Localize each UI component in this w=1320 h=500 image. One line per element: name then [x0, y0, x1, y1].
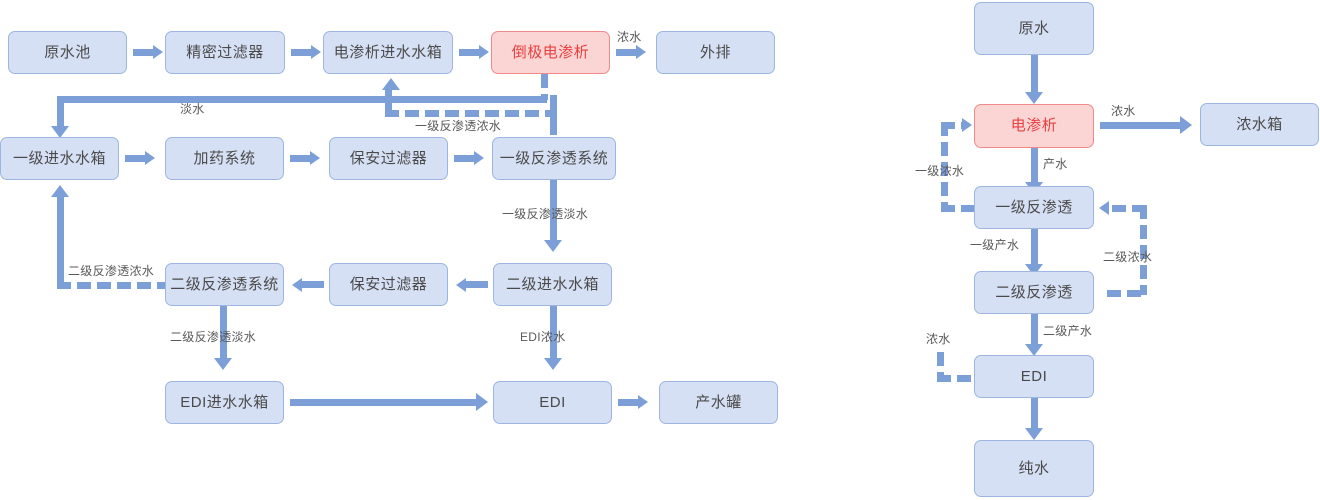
- node-product-tank[interactable]: 产水罐: [659, 381, 778, 424]
- edge-edi-concentrate-line: [550, 306, 557, 360]
- node-ro1-system[interactable]: 一级反渗透系统: [492, 137, 616, 180]
- node-edi-feed-tank[interactable]: EDI进水水箱: [165, 381, 284, 424]
- node-right-ro2[interactable]: 二级反渗透: [974, 271, 1094, 314]
- edge-dosing-to-cartridge1: [290, 155, 312, 162]
- arrowhead-edifeed-to-edi: [476, 393, 488, 411]
- edge-freshwater-horizontal: [57, 96, 547, 103]
- label-fresh-water: 淡水: [180, 102, 205, 116]
- arrowhead-edr-to-discharge: [636, 45, 646, 59]
- edge-filter-to-edtank: [291, 49, 313, 56]
- arrowhead-cartridge1-to-ro1: [474, 151, 484, 165]
- edge-freshwater-drop-from-edr: [541, 74, 548, 100]
- edge-ro1-permeate-line: [550, 180, 557, 242]
- edge-ed-to-concentrate-tank: [1100, 122, 1182, 129]
- node-right-concentrate-tank[interactable]: 浓水箱: [1200, 103, 1319, 146]
- node-right-edi[interactable]: EDI: [974, 355, 1094, 398]
- edge-ro1-concentrate-top: [941, 122, 966, 129]
- arrowhead-cartridge2-to-ro2: [292, 278, 302, 292]
- arrowhead-edi-concentrate: [544, 358, 562, 370]
- node-right-raw-water[interactable]: 原水: [974, 2, 1094, 55]
- arrowhead-into-ed-feed-tank: [382, 78, 400, 90]
- edge-edi-to-pure-water: [1031, 398, 1038, 431]
- arrowhead-ro2-concentrate-into-ro1: [1099, 201, 1109, 215]
- arrowhead-pool-to-filter: [153, 45, 163, 59]
- edge-ro2-concentrate-vertical: [57, 196, 64, 286]
- edge-ro2-concentrate-bottom: [1107, 290, 1147, 297]
- edge-edifeed-to-edi: [290, 399, 478, 406]
- label-ro1-concentrate: 一级反渗透浓水: [415, 119, 502, 133]
- label-ro1-permeate: 一级反渗透淡水: [502, 207, 589, 221]
- node-discharge[interactable]: 外排: [656, 31, 775, 74]
- label-ro2-concentrate: 二级反渗透浓水: [68, 264, 155, 278]
- edge-ro1-concentrate-link: [385, 103, 392, 117]
- label-right-ro2-concentrate: 二级浓水: [1103, 250, 1153, 264]
- edge-ro1-concentrate-riser-right: [941, 122, 948, 210]
- edge-ro2-permeate-line: [220, 306, 227, 360]
- edge-ro1-concentrate-riser: [550, 95, 557, 135]
- node-ro1-feed-tank[interactable]: 一级进水水箱: [0, 137, 119, 180]
- edge-freshwater-vertical-left: [57, 96, 64, 128]
- arrowhead-ro1-concentrate-into-ed: [962, 118, 972, 132]
- arrowhead-dosing-to-cartridge1: [310, 151, 320, 165]
- edge-ro2-concentrate-riser: [1140, 205, 1147, 295]
- arrowhead-ro1-permeate: [544, 240, 562, 252]
- node-right-ro1[interactable]: 一级反渗透: [974, 186, 1094, 229]
- node-raw-water-pool[interactable]: 原水池: [8, 31, 127, 74]
- label-right-product-water: 产水: [1043, 157, 1068, 171]
- edge-edtank-to-edr: [459, 49, 481, 56]
- arrowhead-ro1tank-to-dosing: [145, 151, 155, 165]
- edge-pool-to-filter: [133, 49, 155, 56]
- arrowhead-ed-to-concentrate-tank: [1180, 116, 1192, 134]
- edge-ro1-to-ro2: [1031, 229, 1038, 267]
- arrowhead-ro2-to-edi: [1025, 344, 1043, 356]
- arrowhead-filter-to-edtank: [311, 45, 321, 59]
- node-dosing-system[interactable]: 加药系统: [165, 137, 284, 180]
- edge-ed-to-ro1: [1031, 148, 1038, 184]
- node-edi[interactable]: EDI: [493, 381, 612, 424]
- edge-ro2-to-edi: [1031, 314, 1038, 347]
- edge-ro1-concentrate-horizontal: [385, 110, 553, 117]
- node-right-ed[interactable]: 电渗析: [974, 104, 1094, 148]
- edge-ro1-concentrate-bottom: [941, 205, 981, 212]
- arrowhead-edtank-to-edr: [479, 45, 489, 59]
- node-right-pure-water[interactable]: 纯水: [974, 440, 1094, 497]
- label-edr-concentrate: 浓水: [617, 30, 642, 44]
- label-right-ro1-product: 一级产水: [970, 238, 1020, 252]
- label-right-ro1-concentrate: 一级浓水: [915, 164, 965, 178]
- node-edr[interactable]: 倒极电渗析: [491, 31, 610, 74]
- arrowhead-freshwater-into-ro1-tank: [51, 126, 69, 138]
- node-ed-feed-tank[interactable]: 电渗析进水水箱: [323, 31, 453, 74]
- arrowhead-ro2-permeate: [214, 358, 232, 370]
- edge-ro1tank-to-dosing: [125, 155, 147, 162]
- node-cartridge-filter-2[interactable]: 保安过滤器: [329, 263, 448, 306]
- edge-edi-concentrate-riser: [937, 352, 944, 380]
- label-ro2-permeate: 二级反渗透淡水: [170, 330, 257, 344]
- edge-rawwater-to-ed: [1031, 55, 1038, 95]
- edge-cartridge2-to-ro2: [302, 281, 324, 288]
- label-right-edi-concentrate: 浓水: [926, 332, 951, 346]
- arrowhead-edi-to-pure-water: [1025, 428, 1043, 440]
- edge-edi-to-product-tank: [618, 399, 640, 406]
- edge-cartridge1-to-ro1: [454, 155, 476, 162]
- node-precision-filter[interactable]: 精密过滤器: [165, 31, 285, 74]
- node-cartridge-filter-1[interactable]: 保安过滤器: [329, 137, 448, 180]
- arrowhead-rawwater-to-ed: [1025, 92, 1043, 104]
- edge-edr-to-discharge: [616, 49, 638, 56]
- edge-ro2-concentrate-horizontal: [57, 282, 167, 289]
- arrowhead-edi-to-product-tank: [638, 395, 648, 409]
- arrowhead-ro2-concentrate-into-ro1-tank: [51, 185, 69, 197]
- arrowhead-ro2tank-to-cartridge2: [456, 278, 466, 292]
- node-ro2-feed-tank[interactable]: 二级进水水箱: [493, 263, 612, 306]
- node-ro2-system[interactable]: 二级反渗透系统: [165, 263, 284, 306]
- edge-edi-concentrate-bottom: [937, 375, 977, 382]
- edge-bus-to-ed-feed-tank: [385, 90, 392, 100]
- label-edi-concentrate: EDI浓水: [520, 330, 566, 344]
- label-right-concentrate: 浓水: [1111, 104, 1136, 118]
- edge-ro2-concentrate-top: [1112, 205, 1144, 212]
- label-right-ro2-product: 二级产水: [1043, 324, 1093, 338]
- edge-ro2tank-to-cartridge2: [466, 281, 488, 288]
